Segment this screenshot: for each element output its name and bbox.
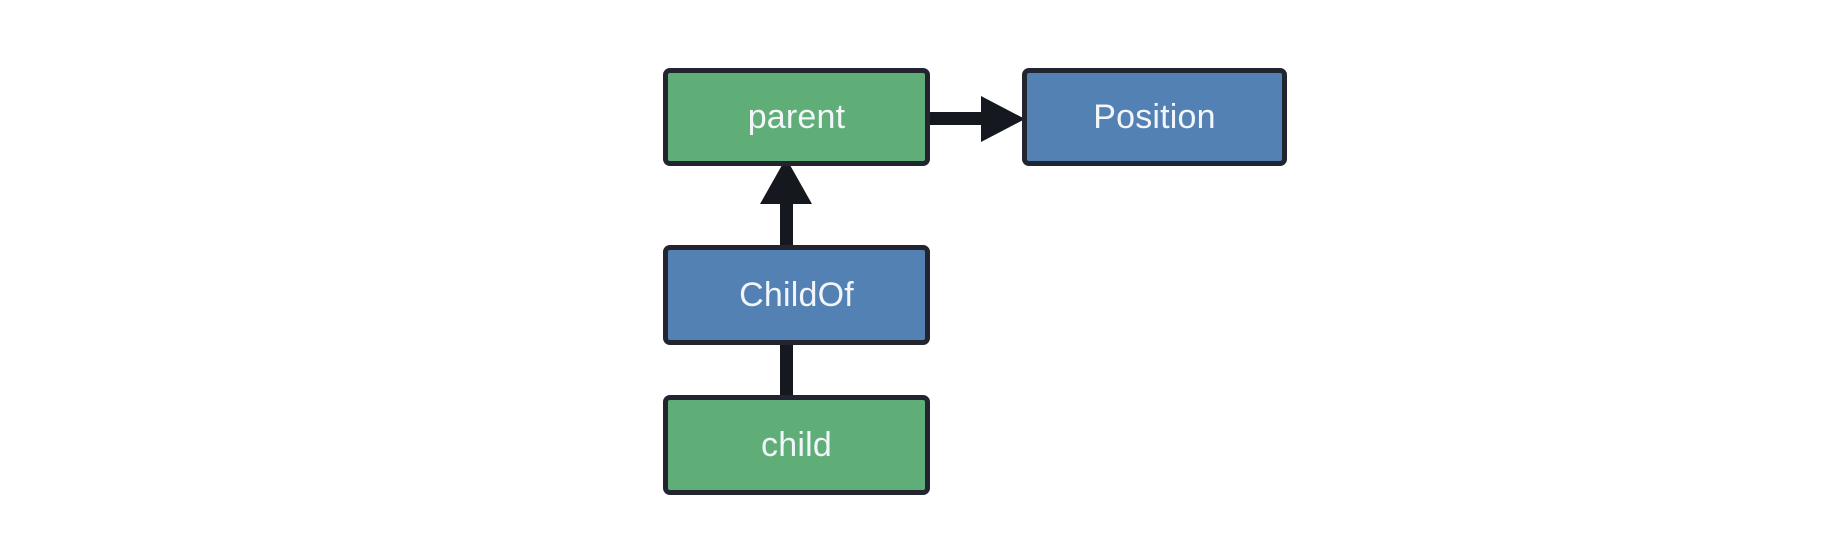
node-parent-label: parent (747, 98, 846, 136)
edge-shaft (780, 340, 793, 400)
node-child[interactable]: child (663, 395, 930, 495)
edge-childof-to-parent (760, 158, 812, 250)
node-child-label: child (761, 426, 832, 464)
edge-child-to-childof (780, 340, 793, 400)
node-childof-label: ChildOf (739, 276, 854, 314)
node-parent[interactable]: parent (663, 68, 930, 166)
arrowhead-right-icon (981, 96, 1025, 142)
node-childof[interactable]: ChildOf (663, 245, 930, 345)
node-position[interactable]: Position (1022, 68, 1287, 166)
edge-parent-to-position (925, 96, 1030, 142)
edge-shaft (925, 112, 987, 125)
node-position-label: Position (1093, 98, 1216, 136)
edge-shaft (780, 178, 793, 250)
